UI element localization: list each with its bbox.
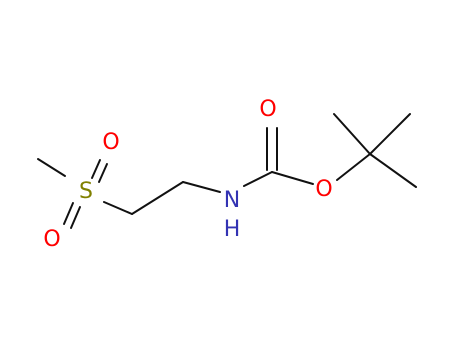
atom-nitrogen: N bbox=[224, 188, 240, 213]
bond-tert-carbon-methyl-right-down bbox=[369, 153, 417, 188]
bond-tert-carbon-methyl-right-up bbox=[369, 113, 411, 155]
bond-ch2-ch2 bbox=[131, 181, 184, 215]
bond-ch2-nitrogen bbox=[182, 181, 221, 193]
bond-ester-oxygen-tert-carbon bbox=[336, 153, 371, 181]
bond-carbonyl-ester-oxygen bbox=[271, 171, 314, 185]
bond-sulfur-ch2 bbox=[103, 201, 133, 215]
atom-oxygen-carbonyl: O bbox=[259, 97, 276, 122]
bond-nitrogen-carbonyl-carbon bbox=[243, 171, 273, 187]
atom-hydrogen: H bbox=[224, 217, 241, 242]
atom-oxygen-sulfonyl-bottom: O bbox=[43, 227, 60, 252]
atom-oxygen-ester: O bbox=[315, 177, 332, 202]
bond-sulfur-oxygen-top-2 bbox=[98, 163, 108, 183]
bond-sulfur-oxygen-bottom-1 bbox=[63, 202, 74, 225]
atom-sulfur: S bbox=[79, 179, 93, 204]
bond-tert-carbon-methyl-left bbox=[333, 113, 371, 155]
bond-sulfur-oxygen-bottom-2 bbox=[70, 206, 81, 229]
bond-sulfur-oxygen-top-1 bbox=[91, 159, 101, 179]
atom-oxygen-sulfonyl-top: O bbox=[102, 130, 119, 155]
bond-methyl-sulfur bbox=[37, 158, 66, 177]
